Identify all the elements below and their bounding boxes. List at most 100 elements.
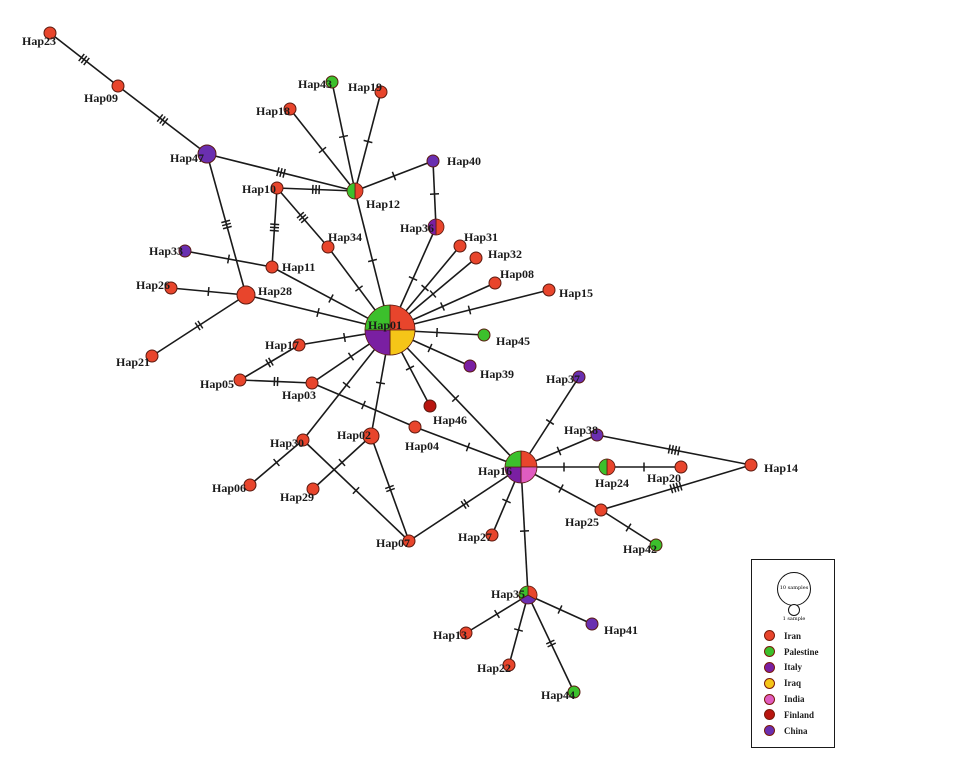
edge-hap16-hap01 [389,329,522,468]
legend-item-italy: Italy [764,660,819,676]
node-label-hap01: Hap01 [368,318,402,332]
mutation-tick [156,114,164,123]
mutation-tick [545,418,555,426]
mutation-tick [222,225,232,230]
node-hap39 [463,359,477,373]
nodes-layer [43,26,758,699]
node-label-hap36: Hap36 [400,221,434,235]
node-hap26 [164,281,178,295]
mutation-tick [361,400,366,410]
node-label-hap47: Hap47 [170,151,204,165]
mutation-tick [675,482,680,492]
edge-hap40-hap36 [429,160,440,228]
mutation-tick [318,146,327,154]
mutation-tick [556,446,562,456]
node-hap45 [477,328,491,342]
node-hap46 [423,399,437,413]
mutation-tick [557,605,563,614]
node-label-hap35: Hap35 [491,587,525,601]
node-hap25 [594,503,608,517]
node-label-hap04: Hap04 [405,439,439,453]
legend-label-india: India [784,694,805,705]
legend-swatch-iran [764,630,775,642]
node-label-hap29: Hap29 [280,490,314,504]
legend-size-small-label: 1 sample [782,616,806,622]
node-label-hap22: Hap22 [477,661,511,675]
mutation-tick [405,365,415,371]
node-slice-palestine [598,458,608,476]
mutation-tick [276,167,280,177]
node-label-hap14: Hap14 [764,461,798,475]
mutation-tick [342,381,351,389]
node-hap29 [306,482,320,496]
mutation-tick [221,222,232,227]
mutation-tick [427,343,433,353]
legend-item-iraq: Iraq [764,675,819,691]
edge-hap04-hap16 [414,426,522,468]
edge-hap10-hap12 [276,184,356,195]
mutation-tick [83,57,90,66]
node-hap11 [265,260,279,274]
node-hap07 [402,534,416,548]
node-label-hap30: Hap30 [270,436,304,450]
edge-hap10-hap11 [269,187,280,268]
node-label-hap40: Hap40 [447,154,481,168]
node-label-hap31: Hap31 [464,230,498,244]
mutation-tick [367,258,378,263]
mutation-tick [343,332,346,343]
legend-item-palestine: Palestine [764,644,819,660]
legend-label-italy: Italy [784,662,802,673]
node-label-hap12: Hap12 [366,197,400,211]
node-hap05 [233,373,247,387]
legend-item-iran: Iran [764,628,819,644]
mutation-tick [670,445,675,455]
legend-label-finland: Finland [784,709,815,720]
node-label-hap34: Hap34 [328,230,362,244]
node-slice-iraq [389,329,416,356]
edge-hap38-hap14 [596,434,752,466]
legend-label-iraq: Iraq [784,678,802,689]
mutation-tick [316,307,320,318]
node-hap18 [283,102,297,116]
mutation-tick [298,213,307,222]
mutation-tick [197,320,204,329]
node-slice-palestine [518,585,529,601]
node-hap30 [296,433,310,447]
mutation-tick [273,458,280,467]
edge-hap23-hap09 [49,32,119,87]
mutation-tick [207,286,210,297]
node-hap27 [485,528,499,542]
mutation-tick [669,484,674,494]
edge-hap25-hap14 [600,464,752,511]
legend-label-china: China [784,725,808,736]
mutation-tick [465,442,471,452]
node-hap10 [270,181,284,195]
mutation-tick [354,285,364,292]
edge-hap35-hap16 [519,466,530,596]
node-label-hap20: Hap20 [647,471,681,485]
node-hap01 [364,304,416,356]
edge-hap47-hap12 [206,153,356,192]
node-label-hap28: Hap28 [258,284,292,298]
mutation-tick [328,294,334,303]
edge-hap02-hap07 [370,435,410,542]
mutation-tick [625,523,632,532]
edge-hap07-hap16 [408,466,522,542]
mutation-tick [673,445,678,455]
node-label-hap32: Hap32 [488,247,522,261]
node-label-hap25: Hap25 [565,515,599,529]
edge-hap19-hap12 [354,91,382,192]
mutation-tick [386,487,396,493]
mutation-tick [451,394,460,403]
mutation-tick [439,302,446,311]
mutation-tick [300,216,309,224]
node-hap08 [488,276,502,290]
edge-hap18-hap12 [289,108,356,192]
legend-swatch-italy [764,661,775,673]
mutation-tick [269,226,280,229]
mutation-tick [338,458,346,467]
node-label-hap05: Hap05 [200,377,234,391]
node-hap22 [502,658,516,672]
node-hap19 [374,85,388,99]
